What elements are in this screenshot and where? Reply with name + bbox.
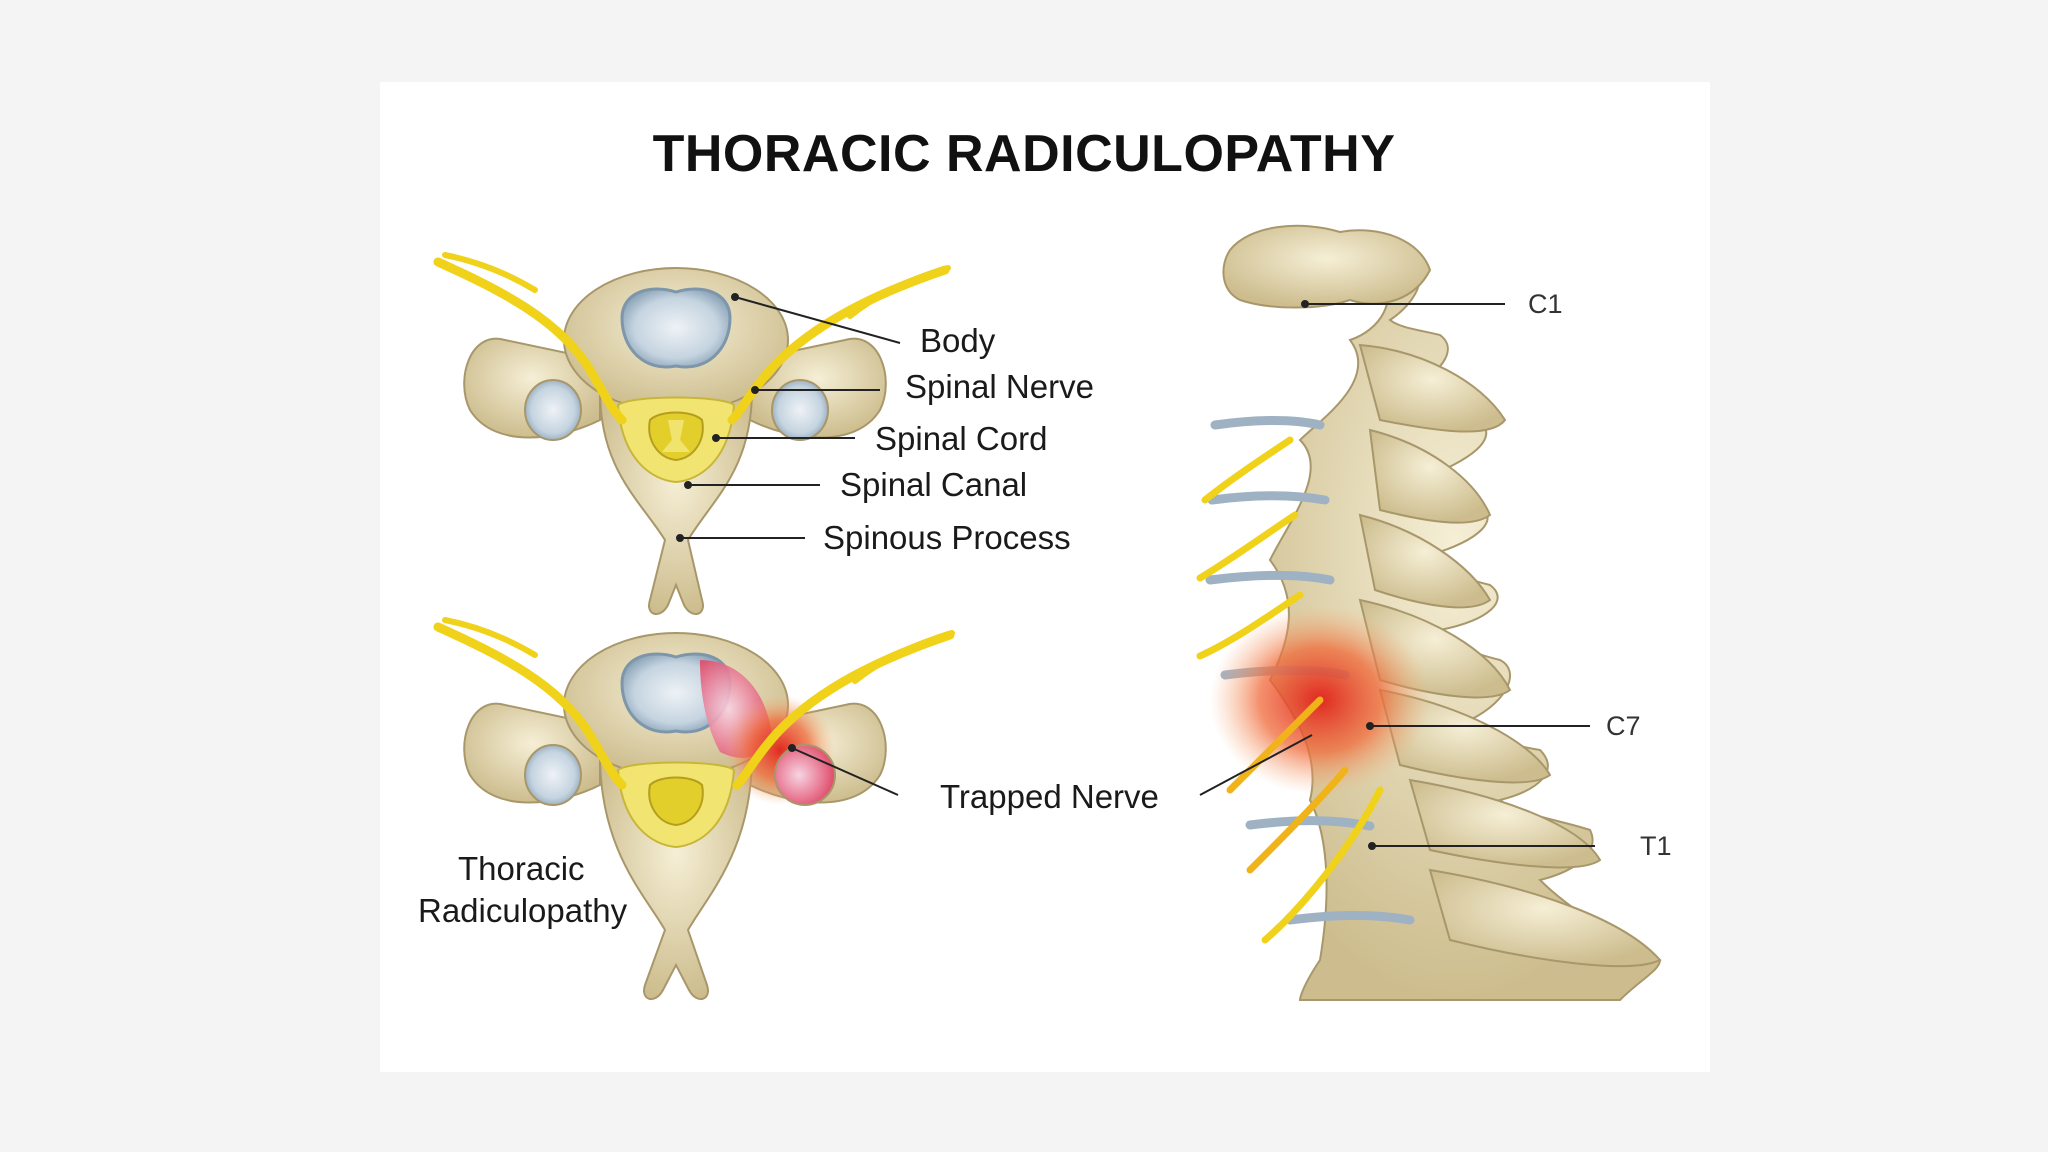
caption-line-1: Thoracic (458, 850, 585, 887)
label-t1: T1 (1640, 831, 1672, 861)
label-spinal-nerve: Spinal Nerve (905, 368, 1094, 405)
label-spinal-cord: Spinal Cord (875, 420, 1048, 457)
label-spinous-process: Spinous Process (823, 519, 1071, 556)
label-spinal-canal: Spinal Canal (840, 466, 1028, 503)
label-c7: C7 (1606, 711, 1641, 741)
caption-line-2: Radiculopathy (418, 892, 628, 929)
vertebra-normal (433, 252, 951, 615)
diagram-title: THORACIC RADICULOPATHY (652, 125, 1396, 183)
leaders-spine (1199, 300, 1595, 850)
label-c1: C1 (1528, 289, 1563, 319)
cervical-spine-lateral (1196, 224, 1662, 1001)
label-trapped-nerve: Trapped Nerve (940, 778, 1159, 815)
label-body: Body (920, 322, 996, 359)
leaders-bottom (788, 744, 899, 796)
leaders-top (676, 293, 901, 542)
vertebra-affected (433, 617, 955, 1000)
